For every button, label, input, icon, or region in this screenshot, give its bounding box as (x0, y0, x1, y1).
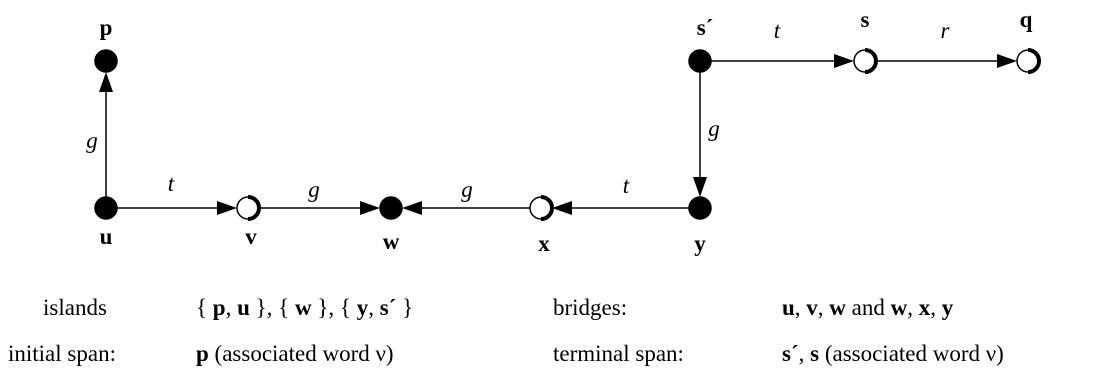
node-label-v: v (245, 224, 257, 249)
arrowhead (402, 201, 422, 215)
node-x (529, 195, 554, 221)
terminal-span-value: s´, s (associated word ν) (782, 341, 1004, 366)
node-label-p: p (100, 15, 113, 40)
node-q (1016, 48, 1041, 74)
node-label-u: u (100, 224, 113, 249)
arrowhead (693, 177, 707, 197)
initial-span-label: initial span: (8, 341, 116, 366)
islands-value: { p, u }, { w }, { y, s´ } (196, 295, 414, 320)
bridges-value: u, v, w and w, x, y (782, 295, 954, 320)
edge-label-v-w: g (308, 177, 320, 202)
edge-s_prime-s (700, 54, 854, 68)
node-label-s: s (861, 7, 870, 32)
edge-x-w (402, 201, 541, 215)
edge-y-x (552, 201, 700, 215)
arrowhead (552, 201, 572, 215)
node-label-y: y (694, 231, 706, 256)
edge-label-x-w: g (461, 177, 473, 202)
edge-label-u-v: t (168, 171, 175, 196)
node-s (853, 48, 878, 74)
arrowhead (99, 72, 113, 92)
arrowhead (217, 201, 237, 215)
node-u (94, 196, 118, 220)
initial-span-value: p (associated word ν) (196, 341, 394, 366)
arrowhead (834, 54, 854, 68)
edge-u-v (106, 201, 237, 215)
arrowhead (360, 201, 380, 215)
edge-u-p (99, 72, 113, 208)
node-label-q: q (1020, 7, 1033, 32)
edge-v-w (248, 201, 380, 215)
node-label-x: x (538, 231, 550, 256)
node-s_prime (688, 49, 712, 73)
edge-s-q (865, 54, 1017, 68)
node-label-w: w (383, 229, 400, 254)
node-label-s_prime: s´ (697, 15, 714, 40)
node-y (688, 196, 712, 220)
edge-s_prime-y (693, 61, 707, 197)
edge-label-s_prime-y: g (708, 116, 720, 141)
arrowhead (997, 54, 1017, 68)
edge-label-u-p: g (86, 128, 98, 153)
islands-label: islands (43, 295, 107, 320)
node-v (236, 195, 261, 221)
edge-label-y-x: t (623, 173, 630, 198)
bridges-label: bridges: (553, 295, 628, 320)
edge-label-s-q: r (941, 18, 951, 43)
edge-label-s_prime-s: t (774, 18, 781, 43)
terminal-span-label: terminal span: (553, 341, 684, 366)
node-w (379, 196, 403, 220)
node-p (94, 49, 118, 73)
